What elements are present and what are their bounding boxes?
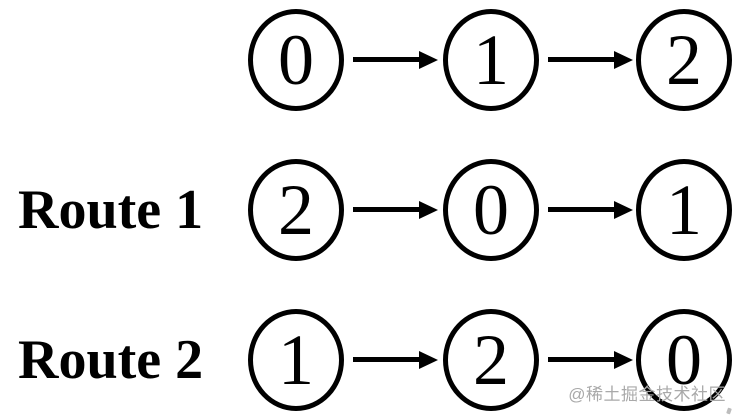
route-label-1: Route 1 [18,179,204,241]
graph-node: 2 [248,159,344,261]
route-label-0 [18,9,233,111]
arrow-right-icon [548,200,633,219]
graph-node: 0 [636,309,732,411]
graph-node: 0 [443,159,539,261]
route-label-2: Route 2 [18,329,204,391]
arrow-right-icon [548,50,633,69]
watermark-text: @稀土掘金技术社区 [568,385,726,404]
arrow-right-icon [353,350,438,369]
arrow-right-icon [353,50,438,69]
arrow-right-icon [353,200,438,219]
graph-node: 2 [443,309,539,411]
arrow-right-icon [548,350,633,369]
corner-mark [726,407,732,415]
graph-node: 2 [636,9,732,111]
graph-node: 1 [443,9,539,111]
graph-node: 1 [248,309,344,411]
graph-node: 0 [248,9,344,111]
graph-node: 1 [636,159,732,261]
